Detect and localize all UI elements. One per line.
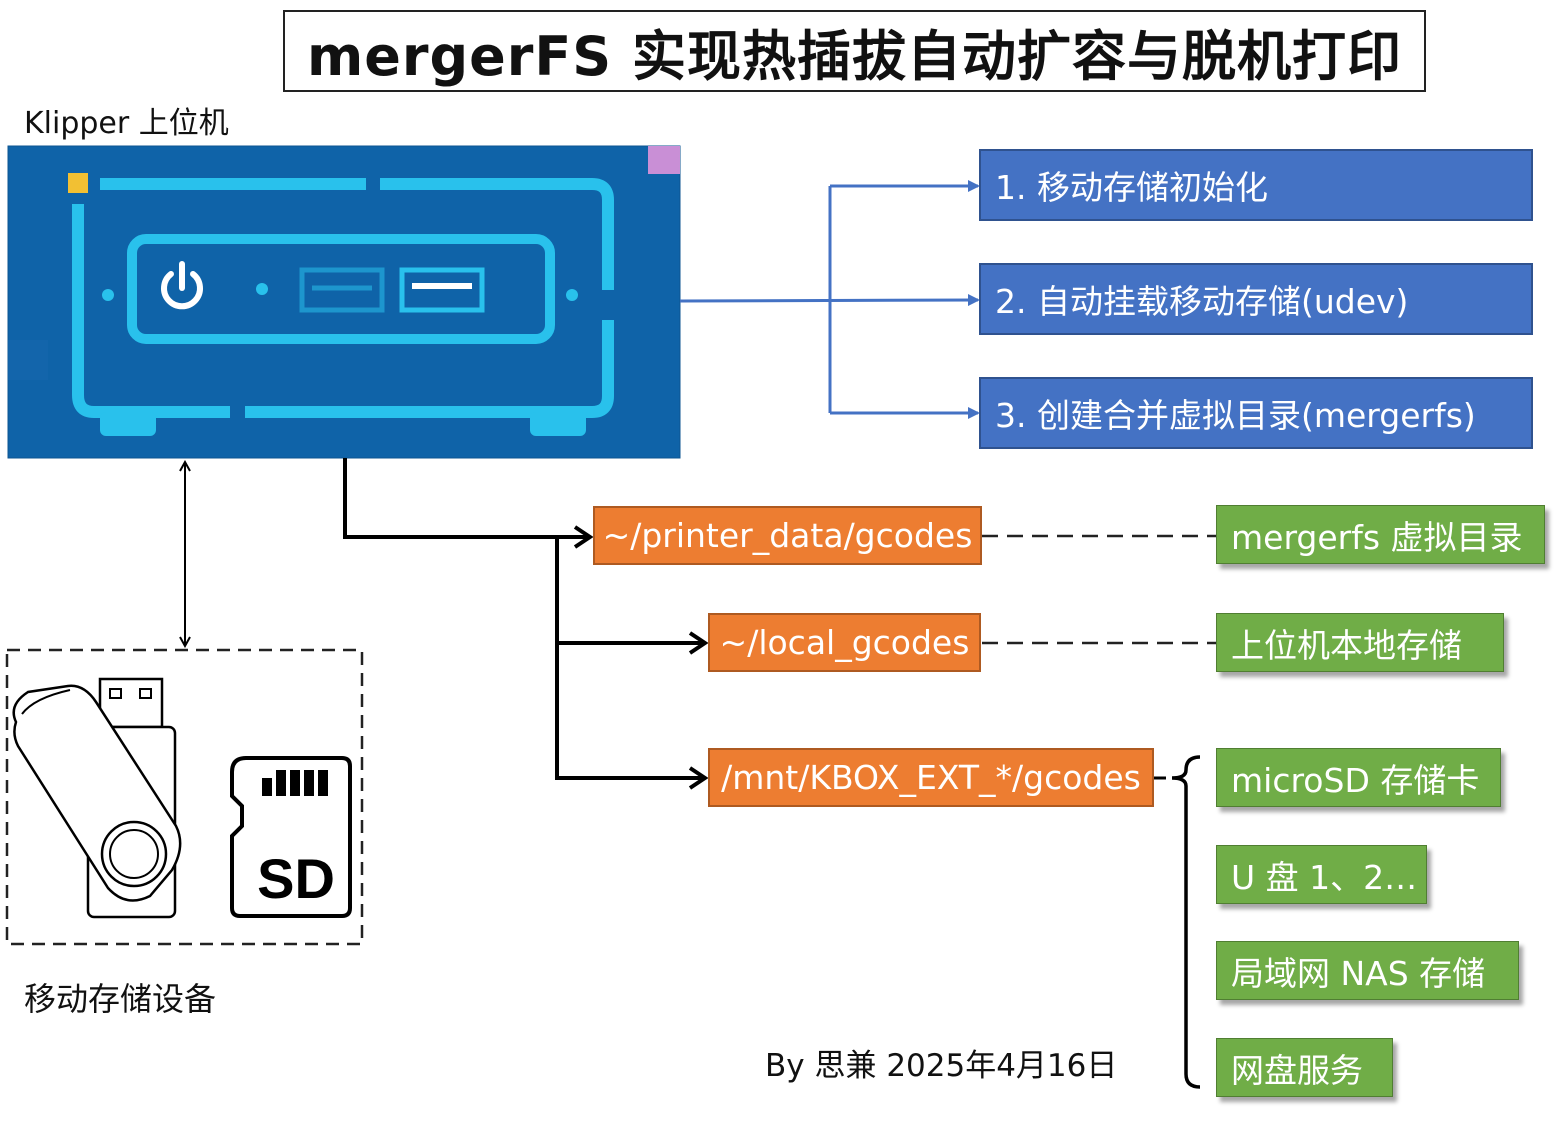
step-box-init: 1. 移动存储初始化 (979, 149, 1533, 221)
storage-box-microsd: microSD 存储卡 (1216, 748, 1501, 807)
path-box-local: ~/local_gcodes (708, 613, 981, 672)
power-icon (161, 261, 203, 310)
corner-square-icon (648, 146, 680, 174)
storage-brace (1154, 755, 1201, 1089)
host-label: Klipper 上位机 (24, 106, 229, 141)
host-machine-illustration (7, 145, 681, 459)
storage-box-usb: U 盘 1、2… (1216, 845, 1427, 904)
step-box-mount: 2. 自动挂载移动存储(udev) (979, 263, 1533, 335)
path-box-mnt: /mnt/KBOX_EXT_*/gcodes (708, 748, 1154, 807)
step-box-merge: 3. 创建合并虚拟目录(mergerfs) (979, 377, 1533, 449)
usb-port-icon (399, 267, 485, 313)
sd-card-label: SD (257, 847, 335, 910)
storage-box-nas: 局域网 NAS 存储 (1216, 941, 1519, 1000)
storage-group-box (5, 648, 364, 946)
author-footer: By 思兼 2025年4月16日 (765, 1048, 1118, 1084)
path-box-printer-data: ~/printer_data/gcodes (593, 506, 982, 565)
note-box-virtual: mergerfs 虚拟目录 (1216, 505, 1545, 564)
note-box-local: 上位机本地存储 (1216, 613, 1504, 672)
corner-square-icon (68, 173, 88, 193)
usb-drive-icon (12, 677, 182, 919)
usb-port-icon (299, 267, 385, 313)
storage-box-cloud: 网盘服务 (1216, 1038, 1393, 1097)
diagram-title: mergerFS 实现热插拔自动扩容与脱机打印 (283, 10, 1426, 92)
storage-label: 移动存储设备 (24, 980, 217, 1018)
sd-card-icon: SD (230, 756, 352, 918)
